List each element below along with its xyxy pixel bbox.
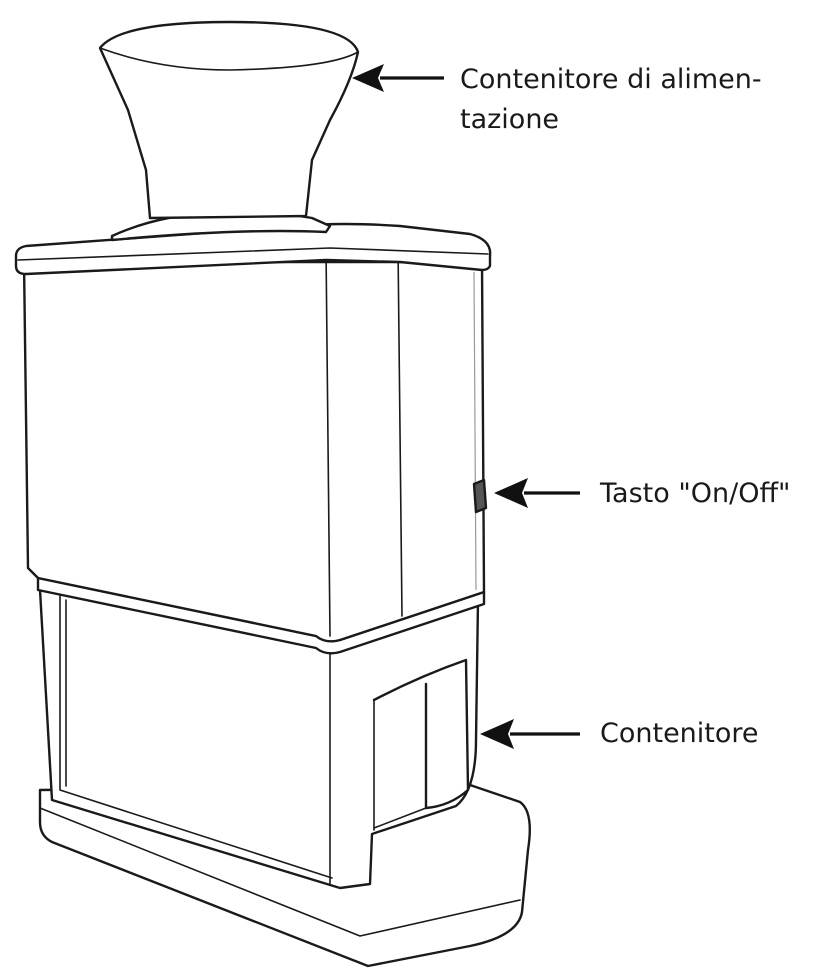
lower-body: [38, 588, 480, 890]
on-off-switch[interactable]: [472, 478, 488, 514]
hopper-funnel: [98, 20, 360, 220]
top-lid: [14, 222, 492, 276]
hopper-label-line2: tazione: [460, 104, 560, 135]
hopper-label: Contenitore di alimen- tazione: [460, 60, 762, 140]
upper-body: [22, 245, 486, 643]
switch-label-text: Tasto "On/Off": [600, 478, 791, 509]
hopper-label-line1: Contenitore di alimen-: [460, 64, 762, 95]
arrow-left-icon: [480, 719, 580, 749]
arrow-left-icon: [352, 64, 444, 92]
container-label: Contenitore: [600, 714, 759, 754]
container-label-text: Contenitore: [600, 718, 759, 749]
arrow-left-icon: [494, 478, 580, 508]
switch-label: Tasto "On/Off": [600, 474, 790, 514]
